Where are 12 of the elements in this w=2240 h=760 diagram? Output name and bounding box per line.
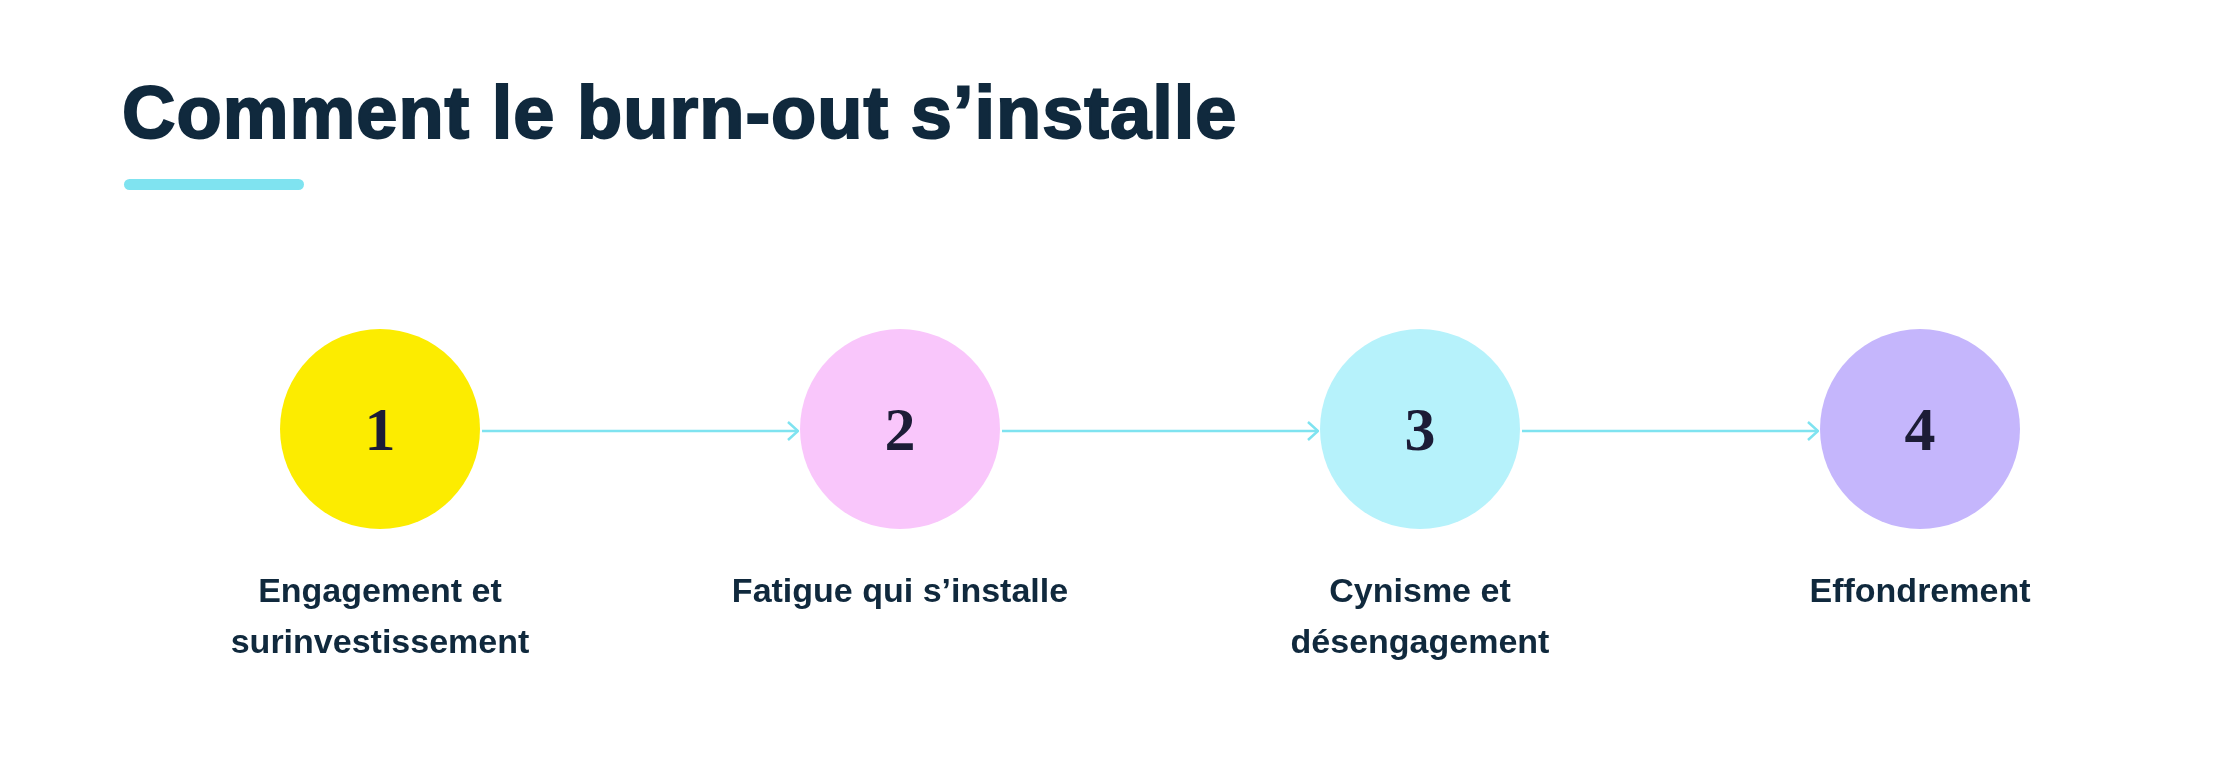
step-number: 3: [1404, 393, 1436, 465]
title: Comment le burn-out s’installe: [122, 70, 1238, 155]
step-label: Fatigue qui s’installe: [730, 570, 1070, 611]
step-number: 4: [1904, 393, 1936, 465]
arrow: [1002, 420, 1320, 442]
step-label: Cynisme et désengagement: [1289, 570, 1551, 662]
step-number: 1: [364, 393, 396, 465]
arrow: [1522, 420, 1820, 442]
step-label: Effondrement: [1808, 570, 2032, 611]
step-number: 2: [884, 393, 916, 465]
arrow: [482, 420, 800, 442]
step-label: Engagement et surinvestissement: [229, 570, 531, 662]
